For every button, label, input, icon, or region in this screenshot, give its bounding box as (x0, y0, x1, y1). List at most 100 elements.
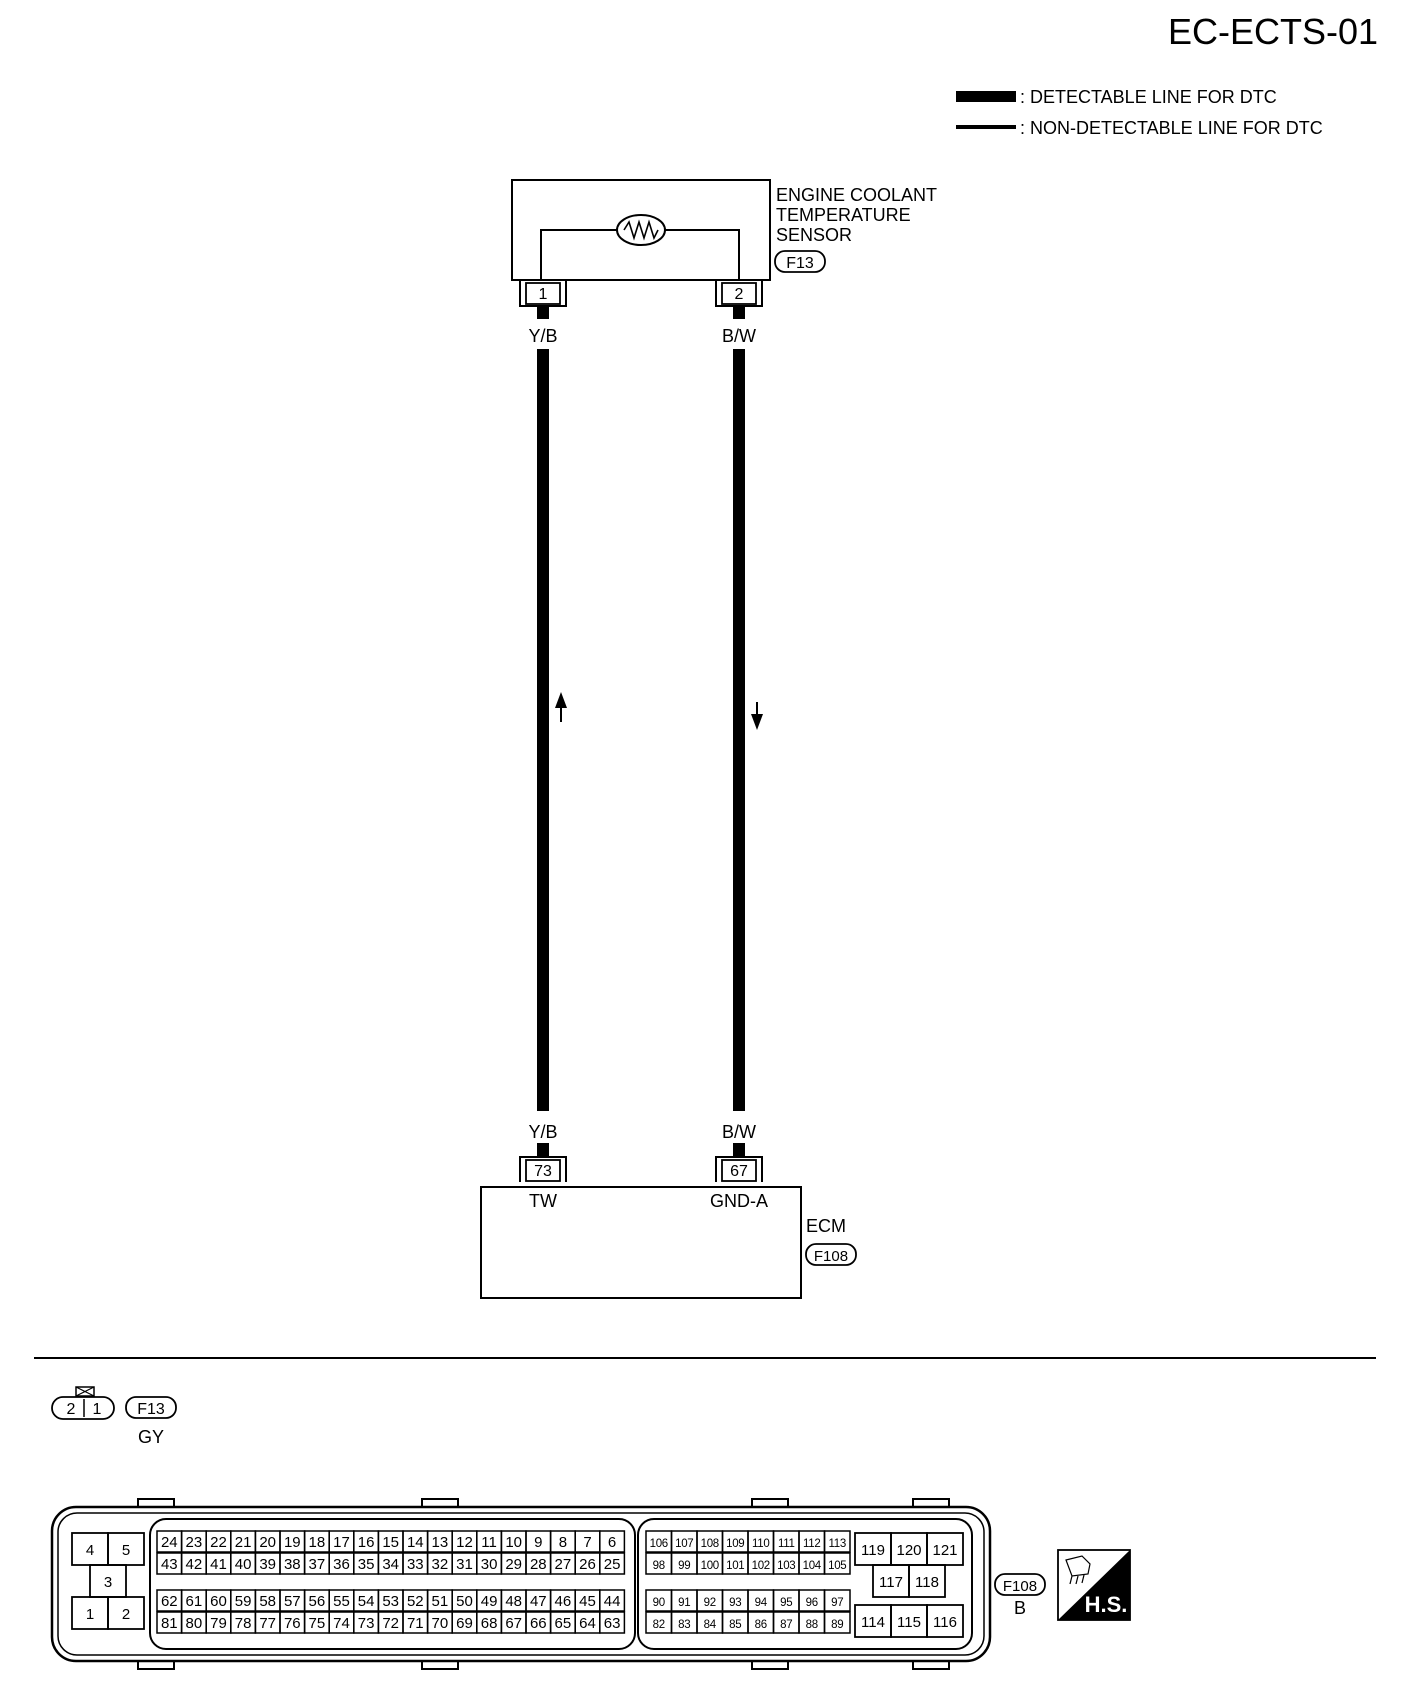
f108-pin-78: 78 (235, 1615, 252, 1632)
f108-pin-98: 98 (653, 1560, 665, 1572)
wire-yb-line (537, 349, 549, 1111)
f108-pin-88: 88 (806, 1619, 818, 1631)
legend-non-detectable-text: : NON-DETECTABLE LINE FOR DTC (1020, 118, 1323, 138)
f108-pin-34: 34 (382, 1556, 399, 1573)
f108-pin-67: 67 (505, 1615, 522, 1632)
f108-pin-15: 15 (382, 1534, 399, 1551)
f108-pin-76: 76 (284, 1615, 301, 1632)
f108-pin-92: 92 (704, 1597, 716, 1609)
f108-pin-9: 9 (534, 1534, 542, 1551)
f108-pin-62: 62 (161, 1593, 178, 1610)
f108-pin-86: 86 (755, 1619, 767, 1631)
page-title: EC-ECTS-01 (1168, 11, 1378, 52)
wire-yb-top-stub (537, 306, 549, 319)
f108-pin-73: 73 (358, 1615, 375, 1632)
wire-yb-top-label: Y/B (528, 326, 557, 346)
f108-pin-58: 58 (259, 1593, 276, 1610)
f108-pin-75: 75 (309, 1615, 326, 1632)
f108-pin-19: 19 (284, 1534, 301, 1551)
ecm-connector-id: F108 (814, 1248, 848, 1265)
f108-pin-27: 27 (555, 1556, 572, 1573)
f13-id-badge (125, 1396, 177, 1419)
ecm-pin-tw-label: TW (529, 1191, 557, 1211)
f108-pin-96: 96 (806, 1597, 818, 1609)
f108-pin-71: 71 (407, 1615, 424, 1632)
f108-pin-102: 102 (752, 1560, 770, 1572)
f108-pin-28: 28 (530, 1556, 547, 1573)
legend-thick-line (956, 91, 1016, 102)
f108-pin-37: 37 (309, 1556, 326, 1573)
sensor-name-line3: SENSOR (776, 225, 852, 245)
f108-right-half (637, 1518, 973, 1650)
f108-pin-40: 40 (235, 1556, 252, 1573)
f108-pin-12: 12 (456, 1534, 473, 1551)
f108-right-pins (854, 1532, 964, 1638)
f108-pin-81: 81 (161, 1615, 178, 1632)
sensor-pin-2-label: 2 (735, 286, 744, 303)
f108-pin-48: 48 (505, 1593, 522, 1610)
f108-pin-52: 52 (407, 1593, 424, 1610)
f13-id: F13 (137, 1401, 165, 1418)
f108-pin-55: 55 (333, 1593, 350, 1610)
f108-pin-47: 47 (530, 1593, 547, 1610)
f108-pin-13: 13 (432, 1534, 449, 1551)
f108-pin-121: 121 (932, 1542, 957, 1559)
f108-pin-117: 117 (879, 1574, 903, 1591)
f108-pin-59: 59 (235, 1593, 252, 1610)
f13-pin-1: 1 (93, 1401, 102, 1418)
f108-pin-110: 110 (752, 1538, 769, 1550)
f108-pin-cell (823, 1611, 851, 1634)
f108-id: F108 (1003, 1578, 1037, 1595)
sensor-internal-wire-left (540, 229, 619, 280)
f108-pin-70: 70 (432, 1615, 449, 1632)
f108-pin-26: 26 (579, 1556, 596, 1573)
f108-pin-66: 66 (530, 1615, 547, 1632)
ect-sensor: ENGINE COOLANT TEMPERATURE SENSOR F13 (511, 179, 937, 281)
f108-pin-63: 63 (604, 1615, 621, 1632)
wire-bw: B/W B/W (722, 306, 756, 1157)
thermistor-icon (616, 214, 666, 246)
harness-side-icon: H.S. (1057, 1549, 1131, 1621)
f108-pin-97: 97 (831, 1597, 843, 1609)
f108-pin-cell (823, 1552, 851, 1575)
f13-pin-2: 2 (67, 1401, 76, 1418)
f108-pin-cell (823, 1530, 851, 1553)
sensor-name-line1: ENGINE COOLANT (776, 185, 937, 205)
f13-color: GY (138, 1427, 164, 1447)
f108-pin-111: 111 (778, 1538, 795, 1550)
wire-bw-line (733, 349, 745, 1111)
f108-pin-33: 33 (407, 1556, 424, 1573)
f108-pin-115: 115 (897, 1614, 921, 1631)
wire-yb: Y/B Y/B (528, 306, 558, 1157)
f108-pin-53: 53 (382, 1593, 399, 1610)
ecm: TW GND-A ECM F108 (480, 1186, 857, 1299)
f108-pin-41: 41 (210, 1556, 227, 1573)
sensor-box (511, 179, 771, 281)
f108-pin-2: 2 (122, 1606, 130, 1623)
f108-pin-5: 5 (122, 1542, 130, 1559)
f108-id-badge (994, 1573, 1046, 1596)
f108-pin-42: 42 (186, 1556, 203, 1573)
ecm-pin-73: 73 (519, 1156, 567, 1182)
sensor-internal-wire-right (664, 229, 740, 280)
arrow-down-icon (751, 702, 763, 730)
wire-bw-bottom-label: B/W (722, 1122, 756, 1142)
f108-pin-119: 119 (861, 1542, 885, 1559)
f108-pin-44: 44 (604, 1593, 621, 1610)
f108-pin-45: 45 (579, 1593, 596, 1610)
f108-pin-80: 80 (186, 1615, 203, 1632)
f108-pin-10: 10 (505, 1534, 522, 1551)
f108-pin-94: 94 (755, 1597, 768, 1609)
sensor-connector-badge: F13 (774, 250, 826, 273)
f108-pin-95: 95 (780, 1597, 792, 1609)
f108-pin-3: 3 (104, 1574, 112, 1591)
f108-pin-91: 91 (678, 1597, 690, 1609)
f108-pin-30: 30 (481, 1556, 498, 1573)
legend-thin-line (956, 125, 1016, 129)
f108-pin-32: 32 (432, 1556, 449, 1573)
wire-yb-bottom-label: Y/B (528, 1122, 557, 1142)
f108-pin-51: 51 (432, 1593, 449, 1610)
f108-pin-99: 99 (678, 1560, 690, 1572)
f108-color: B (1014, 1598, 1026, 1618)
